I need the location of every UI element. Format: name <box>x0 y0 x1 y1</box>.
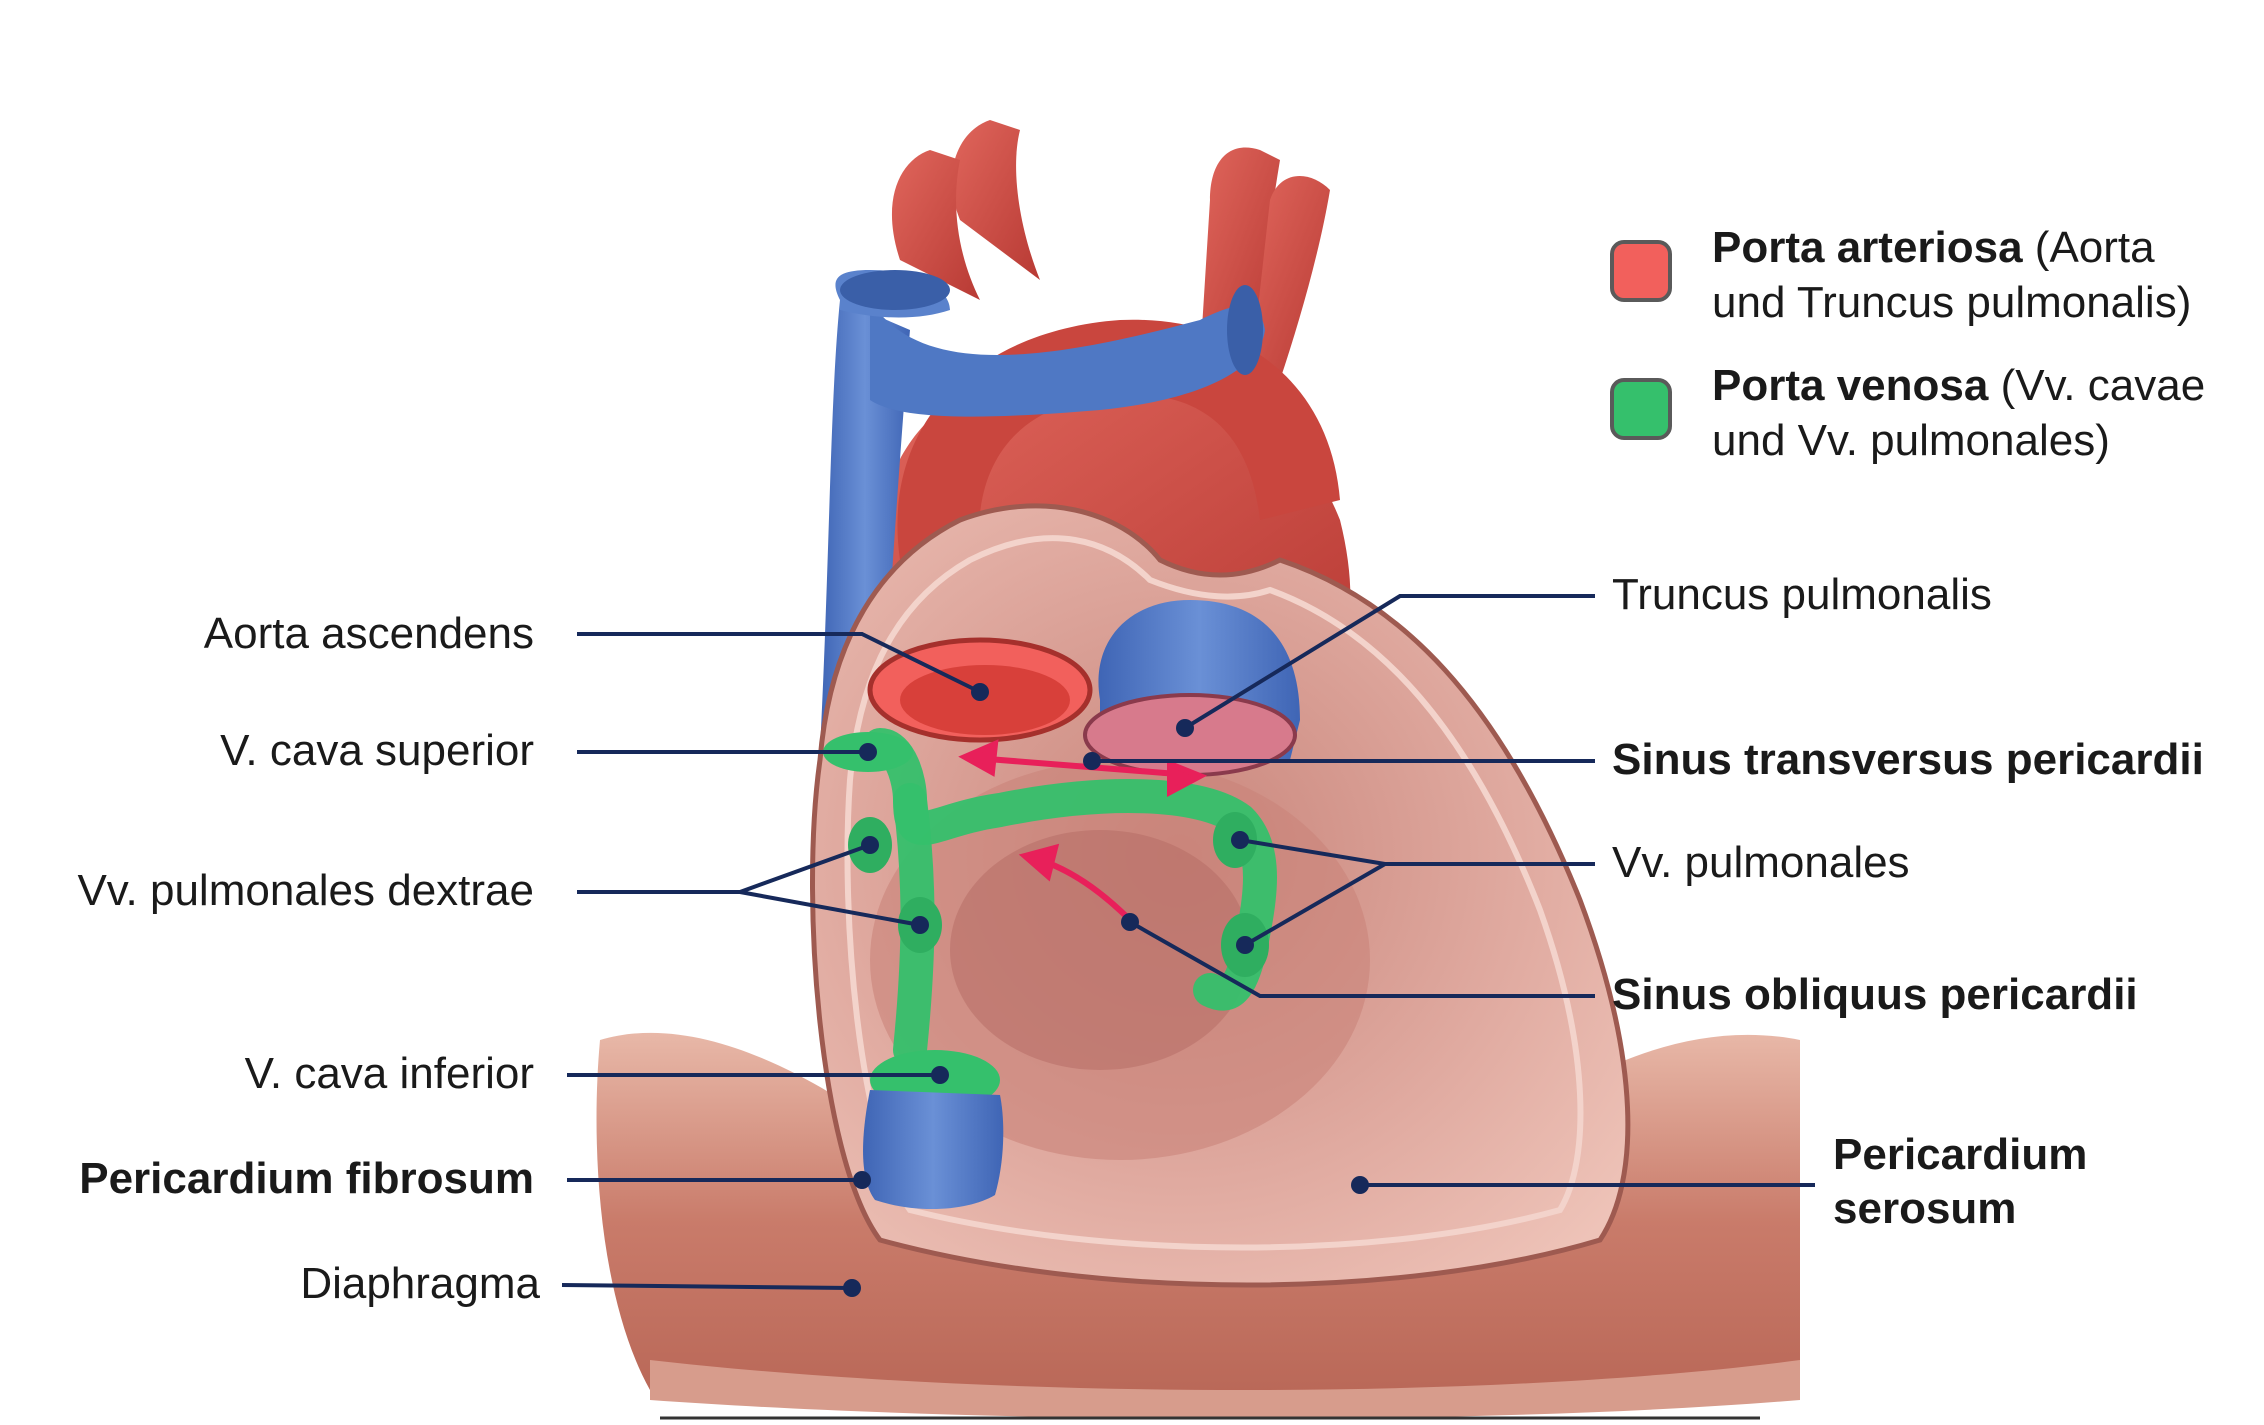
label-sinus-obliquus: Sinus obliquus pericardii <box>1612 970 2138 1019</box>
legend-swatch-arterial <box>1610 240 1672 302</box>
label-truncus-pulmonalis: Truncus pulmonalis <box>1612 570 1992 619</box>
legend-venous-rest: (Vv. cavae <box>1988 361 2206 410</box>
leader-dots <box>843 683 1369 1297</box>
vena-cava-inferior-vessel <box>863 1090 1004 1210</box>
aortic-arch-branch-far <box>1250 176 1330 380</box>
leader-sinus-obliquus <box>1129 920 1595 998</box>
aortic-arch-branch-right <box>1200 147 1280 360</box>
label-aorta-ascendens: Aorta ascendens <box>203 609 534 658</box>
label-sinus-transversus: Sinus transversus pericardii <box>1612 735 2204 784</box>
label-diaphragma: Diaphragma <box>300 1259 540 1308</box>
legend-item-arterial: Porta arteriosa (Aorta und Truncus pulmo… <box>1712 220 2191 330</box>
brachiocephalic-vein-left <box>870 300 1265 417</box>
label-v-cava-inferior: V. cava inferior <box>244 1049 534 1098</box>
label-pericardium-serosum-line2: serosum <box>1833 1184 2017 1233</box>
brachiocephalic-vein-opening <box>1227 285 1263 375</box>
leader-lines <box>561 594 1815 1290</box>
leader-aorta-ascendens <box>577 632 981 694</box>
oblique-sinus-arrow <box>1018 843 1133 923</box>
legend-arterial-rest: (Aorta <box>2022 223 2155 272</box>
label-pericardium-serosum: Pericardium serosum <box>1833 1128 2087 1236</box>
leader-diaphragma <box>561 1283 853 1290</box>
label-v-cava-superior: V. cava superior <box>220 726 534 775</box>
leader-truncus-pulmonalis <box>1183 594 1595 730</box>
label-vv-pulmonales-dextrae: Vv. pulmonales dextrae <box>77 866 534 915</box>
vena-cava-superior-vessel <box>820 300 910 760</box>
legend-swatch-venous <box>1610 378 1672 440</box>
legend-venous-title: Porta venosa <box>1712 361 1989 410</box>
label-pericardium-fibrosum: Pericardium fibrosum <box>79 1154 534 1203</box>
svc-opening <box>840 270 950 310</box>
pericardial-sac-inner-edge <box>844 535 1584 1251</box>
legend-arterial-line2: und Truncus pulmonalis) <box>1712 278 2192 327</box>
diaphragm-lower-band <box>650 1360 1800 1419</box>
legend-venous-line2: und Vv. pulmonales) <box>1712 416 2110 465</box>
transverse-sinus-arrow <box>958 739 1208 797</box>
aortic-arch-branch-mid <box>891 150 980 300</box>
label-vv-pulmonales: Vv. pulmonales <box>1612 838 1910 887</box>
legend-arterial-title: Porta arteriosa <box>1712 223 2023 272</box>
legend-item-venous: Porta venosa (Vv. cavae und Vv. pulmonal… <box>1712 358 2205 468</box>
aortic-arch-branch-left <box>951 120 1040 280</box>
label-pericardium-serosum-line1: Pericardium <box>1833 1130 2088 1179</box>
